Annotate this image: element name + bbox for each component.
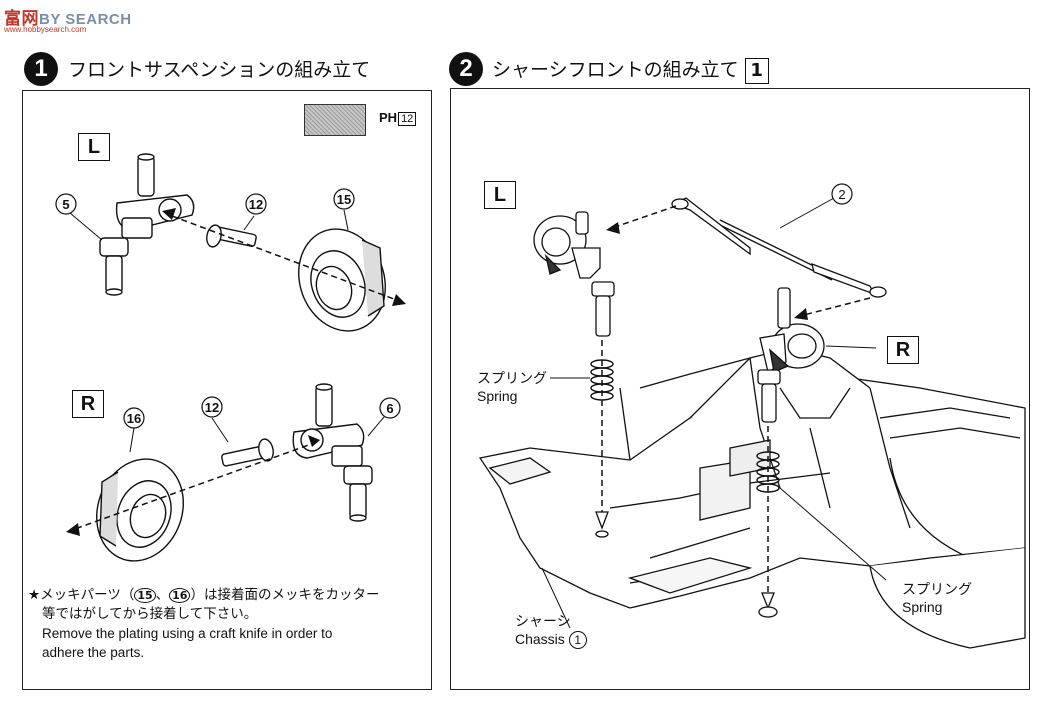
- plating-note: ★メッキパーツ（15、16）は接着面のメッキをカッター 等ではがしてから接着して…: [28, 586, 430, 662]
- note-part-15: 15: [134, 588, 156, 603]
- chassis-part-number: 1: [568, 631, 587, 649]
- left-assembly-line: [171, 215, 403, 303]
- paint-swatch: [304, 104, 366, 136]
- step1-part-labels: [55, 188, 401, 429]
- note-jp-post: ）は接着面のメッキをカッター: [190, 587, 380, 603]
- right-knuckle-part-6: [292, 383, 373, 522]
- chassis-en: Chassis: [515, 631, 565, 647]
- step1-left-tag: L: [78, 133, 110, 161]
- part-label-12-left: 12: [249, 197, 263, 212]
- step1-number-badge: 1: [24, 52, 58, 86]
- watermark-brand-char: 网: [21, 9, 39, 28]
- plating-note-jp-line2: 等ではがしてから接着して下さい。: [42, 606, 258, 622]
- step2-number-badge: 2: [449, 52, 483, 86]
- step2-panel: [450, 88, 1030, 690]
- step2-title: シャーシフロントの組み立て: [492, 59, 739, 81]
- chassis-part-1: [478, 347, 1026, 649]
- part-label-6: 6: [386, 401, 393, 416]
- paint-number-box: 12: [398, 112, 417, 126]
- watermark-logo-char: 富: [4, 9, 22, 28]
- step2-substep-box: 1: [744, 57, 769, 84]
- step1-right-tag: R: [72, 390, 104, 418]
- step2-drawing: 2: [478, 183, 1026, 649]
- watermark-logo: 富网BY SEARCH: [4, 4, 132, 29]
- step2-left-knuckle: [533, 211, 615, 337]
- part-label-2: 2: [838, 187, 845, 202]
- note-part-16: 16: [169, 588, 191, 603]
- watermark-url: www.hobbysearch.com: [4, 25, 87, 34]
- step2-left-tag: L: [484, 181, 516, 209]
- left-knuckle-part-5: [99, 153, 195, 296]
- right-hub-part-16: [96, 458, 184, 562]
- part-label-12-right: 12: [205, 400, 219, 415]
- spring-right-en: Spring: [902, 599, 943, 615]
- step2-right-knuckle: [757, 287, 825, 423]
- right-pin-part-12: [221, 438, 274, 467]
- part-label-15: 15: [337, 192, 351, 207]
- part-label-16: 16: [127, 411, 141, 426]
- paint-code: PH: [379, 110, 398, 125]
- spring-right-jp: スプリング: [902, 581, 972, 597]
- right-assembly-line: [71, 441, 318, 531]
- right-arrow-head-start: [308, 435, 320, 447]
- left-arrow-head-start: [162, 208, 176, 220]
- step1-title: フロントサスペンションの組み立て: [68, 59, 371, 81]
- chassis-label: シャーシ Chassis 1: [515, 611, 587, 649]
- spring-right-label: スプリング Spring: [902, 579, 972, 615]
- spring-left-en: Spring: [477, 388, 518, 404]
- step1-panel: [22, 90, 432, 690]
- step1-drawing: 5 12 15 16 12 6: [55, 153, 406, 562]
- step2-right-tag: R: [887, 336, 919, 364]
- watermark-suffix: BY SEARCH: [39, 11, 132, 28]
- note-sep: 、: [155, 587, 170, 603]
- part-label-5: 5: [62, 197, 69, 212]
- plating-note-en-line2: adhere the parts.: [42, 645, 145, 660]
- left-arrow-head-end: [392, 294, 406, 306]
- chassis-jp: シャーシ: [515, 613, 571, 629]
- note-jp-pre: メッキパーツ（: [40, 587, 135, 603]
- note-star: ★: [28, 587, 41, 603]
- right-arrow-head-end: [66, 523, 80, 536]
- plating-note-jp-line1: ★メッキパーツ（15、16）は接着面のメッキをカッター: [28, 586, 430, 605]
- spring-left-jp: スプリング: [477, 370, 547, 386]
- plating-note-en-line1: Remove the plating using a craft knife i…: [42, 626, 333, 641]
- chassis-en-line: Chassis 1: [515, 631, 587, 649]
- tie-rod-part-2: [671, 197, 887, 298]
- spring-left-label: スプリング Spring: [477, 368, 547, 404]
